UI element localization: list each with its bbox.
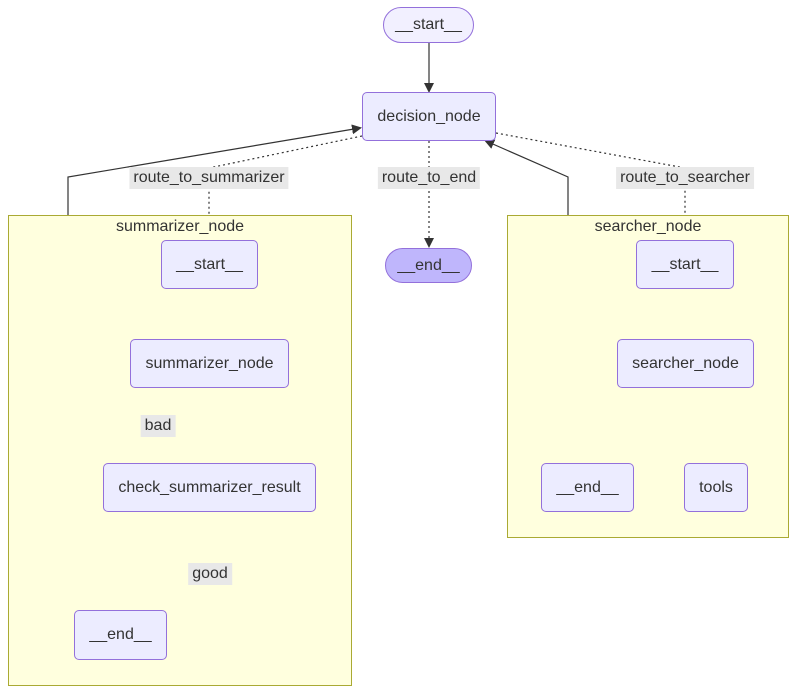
searcher-start-node[interactable]: __start__ — [636, 240, 734, 289]
summarizer-node[interactable]: summarizer_node — [130, 339, 289, 388]
edge-label-route-to-searcher: route_to_searcher — [616, 167, 754, 189]
searcher-node[interactable]: searcher_node — [617, 339, 754, 388]
tools-node[interactable]: tools — [684, 463, 748, 512]
end-node[interactable]: __end__ — [385, 248, 472, 283]
searcher-end-node[interactable]: __end__ — [541, 463, 634, 512]
searcher-cluster-title: searcher_node — [594, 218, 702, 235]
edge-label-bad: bad — [140, 415, 176, 437]
edge-label-good: good — [188, 563, 232, 585]
edge-label-route-to-summarizer: route_to_summarizer — [129, 167, 289, 189]
start-node[interactable]: __start__ — [383, 7, 474, 43]
edge-label-route-to-end: route_to_end — [377, 167, 481, 189]
summarizer-start-node[interactable]: __start__ — [161, 240, 258, 289]
summarizer-cluster: summarizer_node — [8, 215, 352, 686]
decision-node[interactable]: decision_node — [362, 92, 496, 141]
check-summarizer-result-node[interactable]: check_summarizer_result — [103, 463, 316, 512]
summarizer-cluster-title: summarizer_node — [115, 218, 245, 235]
summarizer-end-node[interactable]: __end__ — [74, 610, 167, 660]
